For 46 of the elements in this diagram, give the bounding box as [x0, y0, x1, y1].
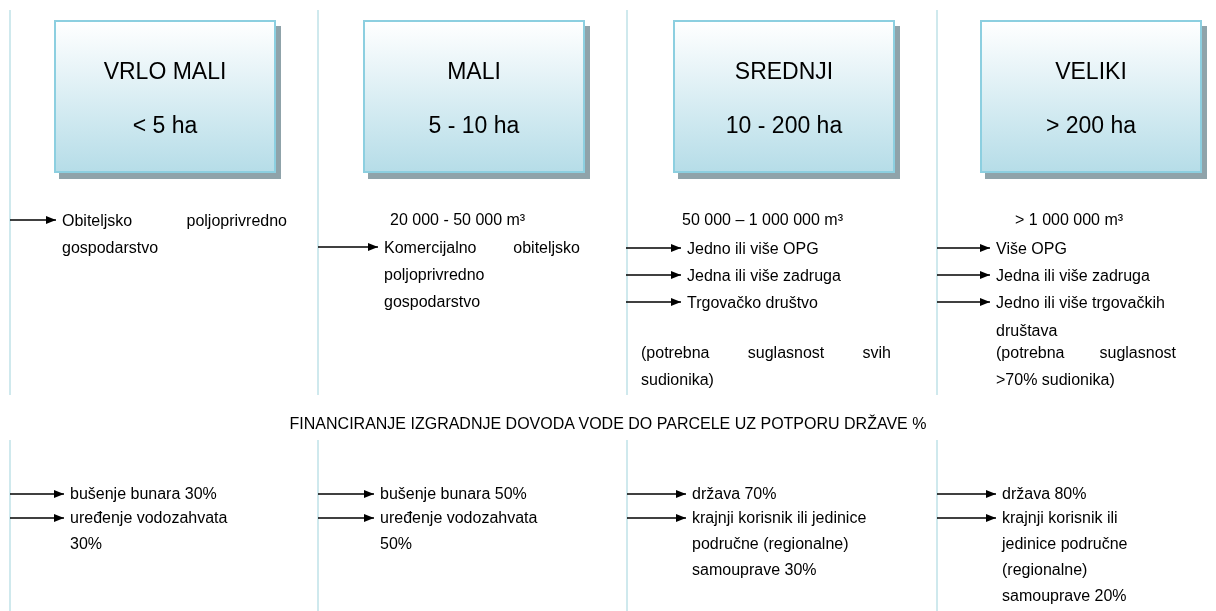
volume-label: 20 000 - 50 000 m³: [390, 210, 527, 230]
arrow: [625, 298, 682, 306]
list-item: krajnji korisnik ili jedinice područne (regionalne) samouprave 20%: [1002, 505, 1162, 609]
arrow: [936, 490, 997, 498]
arrow: [625, 271, 682, 279]
list-item: uređenje vodozahvata 50%: [380, 505, 555, 557]
list-item: Jedno ili više OPG: [687, 235, 917, 262]
list-item: Trgovačko društvo: [687, 289, 917, 316]
arrow: [625, 244, 682, 252]
list-item: Više OPG: [996, 235, 1206, 262]
category-title: SREDNJI: [734, 58, 834, 84]
arrow: [936, 244, 991, 252]
volume-label: > 1 000 000 m³: [1015, 210, 1125, 230]
list-item: krajnji korisnik ili jedinice područne (regionalne) samouprave 30%: [692, 505, 902, 583]
list-item: bušenje bunara 30%: [70, 481, 270, 507]
list-item: Obiteljsko poljoprivredno gospodarstvo: [62, 207, 287, 261]
note-text: (potrebna suglasnost >70% sudionika): [996, 343, 1176, 390]
area-range: 10 - 200 ha: [725, 113, 843, 139]
area-range: < 5 ha: [132, 113, 198, 139]
list-item: Jedna ili više zadruga: [687, 262, 917, 289]
section-heading: FINANCIRANJE IZGRADNJE DOVODA VODE DO PARCELE UZ POTPORU DRŽAVE %: [288, 413, 928, 434]
arrow: [626, 490, 687, 498]
arrow: [936, 514, 997, 522]
list-item: uređenje vodozahvata 30%: [70, 505, 245, 557]
category-title: VRLO MALI: [103, 58, 227, 84]
area-range: 5 - 10 ha: [428, 113, 520, 139]
arrow: [317, 243, 379, 251]
arrow: [9, 216, 57, 224]
list-item: država 80%: [1002, 481, 1202, 507]
arrow: [9, 514, 65, 522]
list-item: država 70%: [692, 481, 902, 507]
area-range: > 200 ha: [1045, 113, 1137, 139]
list-item: bušenje bunara 50%: [380, 481, 580, 507]
arrow: [626, 514, 687, 522]
arrow: [936, 271, 991, 279]
category-title: MALI: [447, 58, 501, 84]
list-item: Jedno ili više trgovačkih društava: [996, 289, 1206, 345]
list-item: Jedna ili više zadruga: [996, 262, 1206, 289]
arrow: [317, 514, 375, 522]
volume-label: 50 000 – 1 000 000 m³: [682, 210, 844, 230]
arrow: [936, 298, 991, 306]
arrow: [9, 490, 65, 498]
category-title: VELIKI: [1055, 58, 1127, 84]
list-item: Komercijalno obiteljsko poljoprivredno gospodarstvo: [384, 234, 580, 315]
arrow: [317, 490, 375, 498]
note-text: (potrebna suglasnost svih sudionika): [641, 343, 891, 390]
